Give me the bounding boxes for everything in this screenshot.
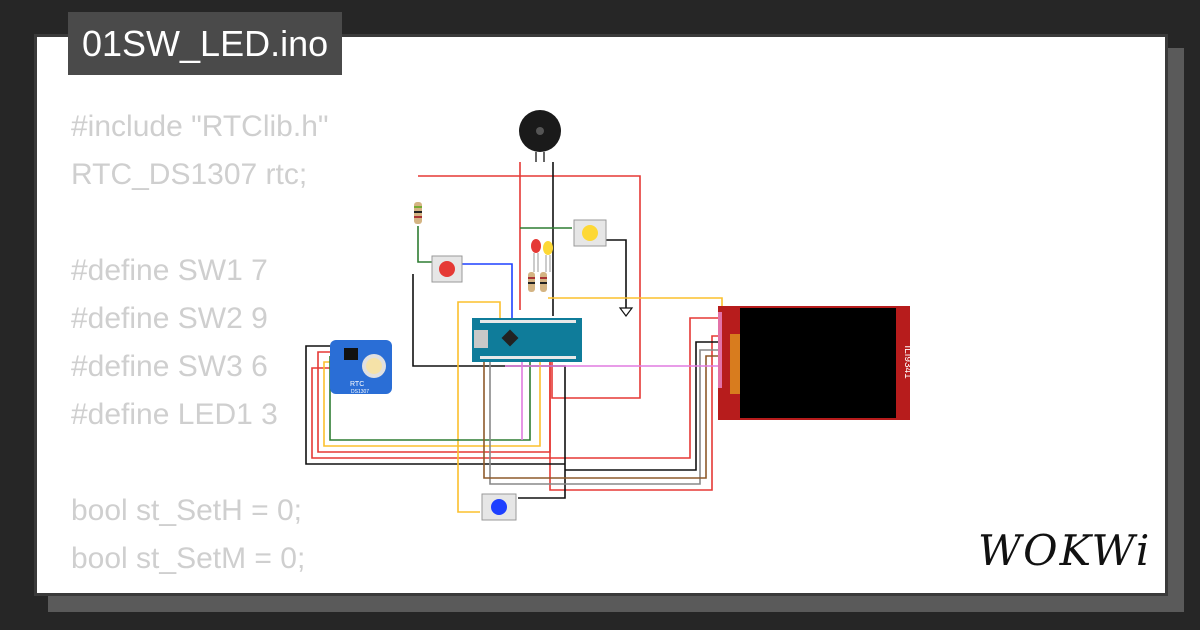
buzzer[interactable] bbox=[519, 110, 561, 162]
wire-brown bbox=[483, 355, 718, 479]
resistor bbox=[540, 272, 547, 292]
code-line: bool st_SetM = 0; bbox=[71, 542, 306, 575]
rtc-chip-label: DS1307 bbox=[351, 389, 369, 395]
wire-green bbox=[329, 356, 531, 441]
wire-black bbox=[305, 345, 565, 465]
code-line: #include "RTClib.h" bbox=[71, 110, 329, 143]
wire-red bbox=[549, 335, 718, 491]
tft-label: ILI9341 bbox=[902, 345, 913, 379]
wire-yellow bbox=[548, 297, 723, 308]
wokwi-logo: WOKWi bbox=[978, 526, 1152, 575]
code-line: #define SW1 7 bbox=[71, 254, 268, 287]
tft-display[interactable]: ILI9341 bbox=[718, 306, 913, 420]
code-line: RTC_DS1307 rtc; bbox=[71, 158, 308, 191]
ground-icon bbox=[618, 307, 634, 317]
code-line: bool st_SetS = 0; bbox=[71, 583, 329, 593]
wire-black bbox=[565, 341, 718, 471]
wire-red bbox=[418, 175, 641, 399]
rtc-label: RTC bbox=[350, 381, 364, 388]
code-line: #define LED1 3 bbox=[71, 398, 278, 431]
sketch-title: 01SW_LED.ino bbox=[68, 12, 343, 75]
code-background: #include "RTClib.h" RTC_DS1307 rtc; #defin… bbox=[71, 103, 329, 593]
wire-green bbox=[417, 226, 432, 263]
preview-card: #include "RTClib.h" RTC_DS1307 rtc; #defin… bbox=[34, 34, 1168, 596]
code-line: #define SW2 9 bbox=[71, 302, 268, 335]
rtc-module[interactable]: RTC DS1307 bbox=[330, 340, 392, 395]
wire-yellow bbox=[323, 361, 541, 447]
code-line: #define SW3 6 bbox=[71, 350, 268, 383]
code-line: bool st_SetH = 0; bbox=[71, 494, 302, 527]
pushbutton-blue[interactable] bbox=[481, 493, 517, 521]
pushbutton-red[interactable] bbox=[431, 255, 463, 283]
pushbutton-yellow[interactable] bbox=[573, 219, 607, 247]
wire-black bbox=[606, 239, 627, 308]
led-red[interactable] bbox=[531, 239, 541, 272]
resistor bbox=[528, 272, 535, 292]
arduino-nano[interactable] bbox=[472, 318, 582, 362]
wire-grey bbox=[489, 349, 718, 485]
wire-red bbox=[311, 317, 718, 459]
led-yellow[interactable] bbox=[543, 241, 553, 272]
wire-blue bbox=[462, 263, 513, 318]
resistor bbox=[414, 202, 422, 224]
wire-yellow bbox=[457, 301, 501, 513]
